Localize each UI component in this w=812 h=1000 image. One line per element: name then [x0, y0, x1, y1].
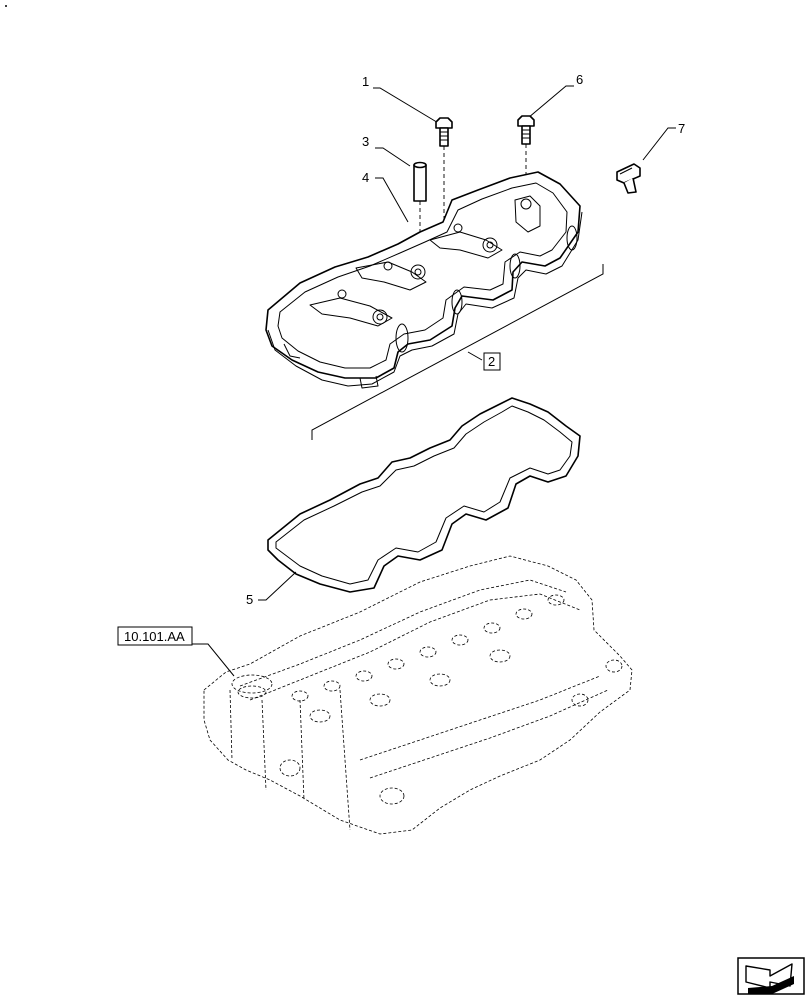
callout-2-label: 2 — [488, 354, 495, 369]
callout-2-box — [483, 352, 501, 371]
next-page-arrow-icon[interactable] — [737, 957, 805, 995]
callout-4[interactable]: 4 — [362, 170, 409, 223]
clip-part-7 — [616, 163, 641, 194]
callout-1[interactable]: 1 — [362, 74, 441, 125]
callout-3-label: 3 — [362, 134, 369, 149]
callout-6[interactable]: 6 — [527, 72, 583, 119]
callout-4-label: 4 — [362, 170, 369, 185]
cylinder-head-ghost — [203, 555, 633, 835]
callout-3[interactable]: 3 — [362, 134, 411, 167]
valve-cover-assembly — [265, 171, 583, 389]
callout-7-label: 7 — [678, 121, 685, 136]
callout-6-label: 6 — [576, 72, 583, 87]
callout-1-label: 1 — [362, 74, 369, 89]
callout-5[interactable]: 5 — [246, 571, 297, 607]
sleeve-part-3 — [413, 161, 427, 270]
corner-mark — [5, 5, 7, 7]
bolt-part-6 — [517, 115, 535, 205]
gasket-part-5 — [267, 397, 581, 593]
reference-label-text: 10.101.AA — [124, 629, 185, 644]
callout-7[interactable]: 7 — [642, 121, 685, 161]
reference-label[interactable]: 10.101.AA — [117, 626, 235, 677]
callout-2[interactable]: 2 — [311, 264, 604, 440]
callout-5-label: 5 — [246, 592, 253, 607]
reference-label-box — [117, 626, 193, 646]
